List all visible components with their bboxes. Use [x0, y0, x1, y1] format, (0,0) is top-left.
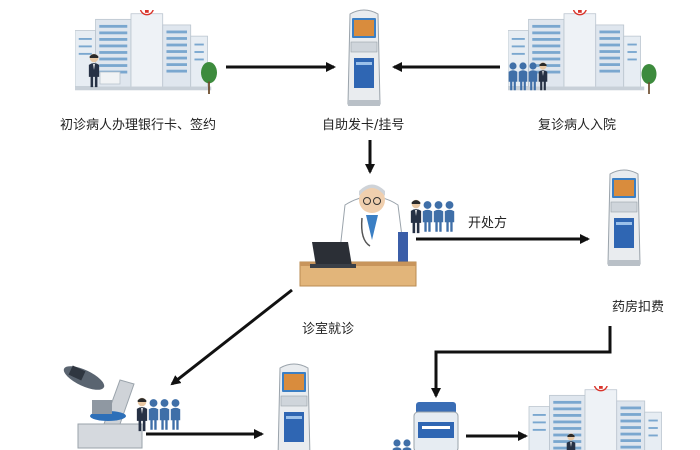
bottom-kiosk-icon [277, 363, 311, 450]
microscope-icon [63, 365, 143, 449]
label-consultation: 诊室就诊 [302, 322, 355, 337]
hospital-building-bottom-icon [528, 386, 666, 450]
label-return-patient: 复诊病人入院 [538, 118, 617, 133]
pharmacy-kiosk-icon [607, 169, 641, 267]
hospital-building-return-patient-icon [508, 10, 657, 94]
self-service-kiosk-top-icon [347, 9, 381, 107]
label-pharmacy-payment: 药房扣费 [612, 300, 665, 315]
waiting-patients-doctor-icon [410, 199, 455, 234]
doctor-at-desk-icon [299, 184, 417, 287]
label-prescription: 开处方 [468, 216, 508, 231]
label-new-patient: 初诊病人办理银行卡、签约 [60, 118, 217, 133]
hospital-building-new-patient-icon [75, 10, 217, 94]
lab-patient-queue-icon [136, 397, 181, 432]
arrow-pharmacy-to-medicine [431, 326, 612, 398]
pharmacy-patient-queue-icon [392, 439, 412, 450]
medicine-bottle-icon [413, 402, 459, 450]
arrow-doctor-to-lab [170, 288, 293, 386]
label-self-service: 自助发卡/挂号 [322, 118, 405, 133]
